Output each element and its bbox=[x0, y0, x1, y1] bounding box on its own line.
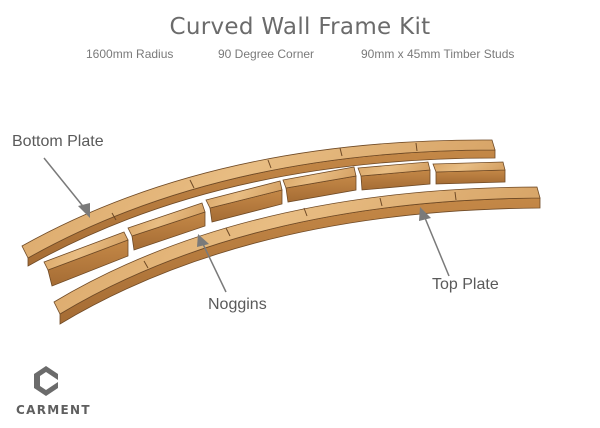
noggin-1 bbox=[43, 231, 129, 287]
page-title: Curved Wall Frame Kit bbox=[169, 14, 431, 40]
top-plate-arrowhead bbox=[419, 207, 431, 221]
noggin-6 bbox=[432, 161, 506, 185]
spec-corner: 90 Degree Corner bbox=[218, 47, 315, 61]
spec-studs: 90mm x 45mm Timber Studs bbox=[361, 47, 515, 61]
noggins-arrowhead bbox=[197, 234, 209, 247]
top-plate-pointer bbox=[424, 217, 450, 277]
bottom-plate-label: Bottom Plate bbox=[12, 133, 104, 150]
label-pointers bbox=[43, 157, 450, 293]
noggins-label: Noggins bbox=[208, 296, 267, 313]
top-plate-label: Top Plate bbox=[432, 276, 499, 293]
bottom-plate bbox=[21, 139, 496, 267]
noggin-4 bbox=[282, 166, 357, 203]
noggin-5 bbox=[357, 161, 431, 191]
noggin-2 bbox=[127, 202, 206, 251]
bottom-plate-joints bbox=[111, 142, 418, 221]
noggins bbox=[43, 161, 506, 287]
bottom-plate-pointer bbox=[43, 157, 87, 211]
bottom-plate-top bbox=[21, 139, 496, 259]
bottom-plate-arrowhead bbox=[78, 203, 90, 218]
brand-name: CARMENT bbox=[16, 403, 91, 417]
noggin-3 bbox=[205, 180, 283, 223]
spec-radius: 1600mm Radius bbox=[86, 47, 174, 61]
carment-logo-icon bbox=[34, 366, 58, 396]
top-plate-joints bbox=[143, 191, 457, 269]
top-plate bbox=[53, 186, 541, 325]
top-plate-top bbox=[53, 186, 541, 315]
noggins-pointer bbox=[202, 243, 227, 293]
